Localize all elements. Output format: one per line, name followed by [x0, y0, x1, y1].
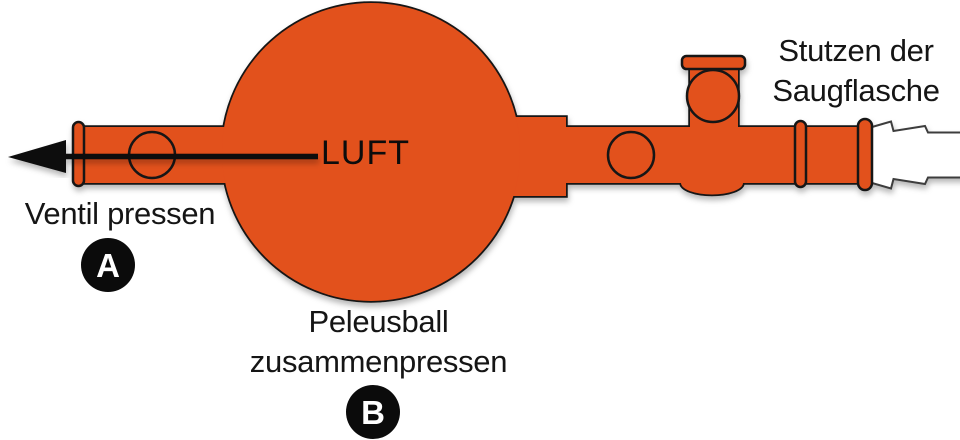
valve-top	[685, 68, 741, 124]
valve-label: Ventil pressen	[14, 196, 226, 232]
bulb-ball-fill	[222, 3, 520, 301]
badge-b: B	[346, 385, 400, 439]
luft-arrow-head	[8, 140, 66, 173]
t-top-flange	[680, 54, 747, 71]
luft-arrow	[8, 140, 318, 173]
right-ring	[793, 119, 808, 189]
air-label: LUFT	[321, 134, 410, 172]
bulb-label: Peleusball zusammenpressen	[236, 302, 521, 382]
valve-label-text: Ventil pressen	[24, 196, 216, 231]
nozzle-label-line2: Saugflasche	[772, 73, 940, 108]
bottom-bulge-fill	[681, 183, 743, 195]
bulb-label-line1: Peleusball	[308, 304, 449, 339]
valve-middle	[606, 130, 656, 180]
bulb-label-line2: zusammenpressen	[249, 344, 508, 379]
apparatus-fill	[79, 3, 864, 301]
nozzle-label: Stutzen der Saugflasche	[752, 31, 960, 111]
badge-b-letter: B	[361, 393, 385, 431]
badge-a: A	[81, 238, 135, 292]
nozzle-label-line1: Stutzen der	[778, 33, 934, 68]
apparatus	[71, 1, 960, 303]
badge-a-letter: A	[96, 246, 120, 284]
broken-tube	[871, 120, 960, 190]
right-end-flange	[856, 117, 874, 192]
